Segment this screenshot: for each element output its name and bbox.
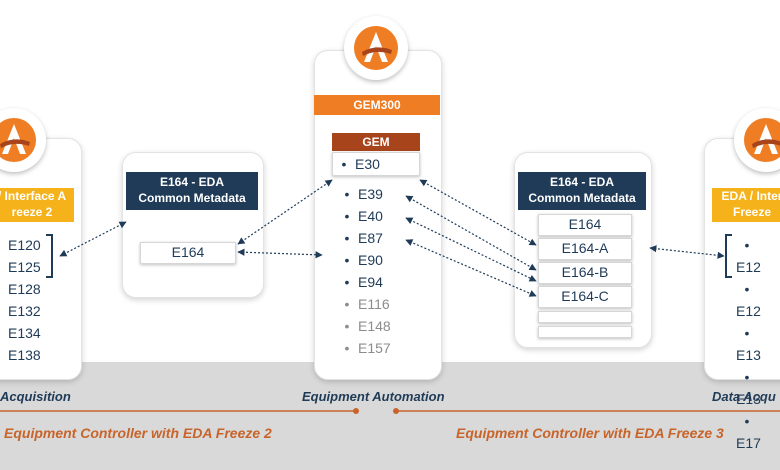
bottom-label-right: Equipment Controller with EDA Freeze 3	[456, 425, 724, 441]
left-item-1: E125	[8, 259, 41, 275]
center-item-2: •E87	[344, 230, 383, 246]
arrow-e87-to-e164c	[405, 239, 537, 297]
right-metadata-empty-1	[538, 326, 632, 338]
left-metadata-item: E164	[140, 242, 236, 264]
center-caption: Equipment Automation	[302, 389, 445, 404]
center-item-1: •E40	[344, 208, 383, 224]
left-item-2: E128	[8, 281, 41, 297]
arrow-metadata-to-e30	[237, 179, 333, 245]
right-metadata-item-3: E164-C	[538, 286, 632, 308]
right-metadata-header: E164 - EDA Common Metadata	[518, 172, 646, 210]
arrow-e40-to-e164b	[405, 217, 537, 282]
gem-item: E30	[355, 156, 380, 172]
right-metadata-empty-0	[538, 311, 632, 323]
brand-a-logo-icon	[744, 118, 780, 162]
left-item-0: E120	[8, 237, 41, 253]
right-logo	[734, 108, 780, 172]
arrow-e30-to-e164a	[419, 179, 537, 246]
center-item-6: •E148	[344, 318, 391, 334]
center-item-5: •E116	[344, 296, 390, 312]
right-bracket	[725, 234, 732, 278]
brand-a-logo-icon	[0, 118, 36, 162]
center-item-4: •E94	[344, 274, 383, 290]
left-panel-card	[0, 138, 82, 380]
left-caption: Acquisition	[0, 389, 71, 404]
brand-a-logo-icon	[354, 26, 398, 70]
right-item-2: •E13	[736, 325, 761, 363]
arrow-e39-to-e164b	[405, 195, 537, 271]
gem-header: GEM	[332, 133, 420, 151]
left-item-5: E138	[8, 347, 41, 363]
left-logo	[0, 108, 46, 172]
right-metadata-item-0: E164	[538, 214, 632, 236]
right-metadata-item-1: E164-A	[538, 238, 632, 260]
left-panel-list: E120 E125 E128 E132 E134 E138	[8, 234, 41, 366]
right-metadata-item-2: E164-B	[538, 262, 632, 284]
right-item-4: •E17	[736, 413, 761, 451]
center-item-3: •E90	[344, 252, 383, 268]
left-item-3: E132	[8, 303, 41, 319]
floor-band	[0, 362, 780, 470]
arrow-left-panel-to-metadata	[59, 221, 127, 257]
center-item-0: •E39	[344, 186, 383, 202]
right-panel-card	[704, 138, 780, 380]
bottom-label-left: Equipment Controller with EDA Freeze 2	[4, 425, 272, 441]
left-panel-header: / Interface A reeze 2	[0, 188, 74, 222]
right-panel-list: •E12 •E12 •E13 •E13 •E17	[736, 234, 780, 454]
right-item-1: •E12	[736, 281, 761, 319]
center-logo	[344, 16, 408, 80]
arrow-metadata-to-center	[237, 248, 323, 259]
right-item-3: •E13	[736, 369, 761, 407]
center-list: •E39 •E40 •E87 •E90 •E94 •E116 •E148 •E1…	[336, 183, 391, 359]
left-bracket	[46, 234, 53, 278]
center-item-7: •E157	[344, 340, 391, 356]
left-metadata-header: E164 - EDA Common Metadata	[126, 172, 258, 210]
gem-item-box: • E30	[332, 152, 420, 176]
center-title: GEM300	[314, 95, 440, 115]
bullet-icon: •	[341, 156, 347, 172]
right-item-0: •E12	[736, 237, 761, 275]
arrow-metadata-to-right-panel	[649, 245, 725, 259]
right-panel-header: EDA / Inter Freeze	[712, 188, 780, 222]
right-caption: Data Acqu	[712, 389, 776, 404]
left-item-4: E134	[8, 325, 41, 341]
bottom-divider	[0, 408, 780, 414]
